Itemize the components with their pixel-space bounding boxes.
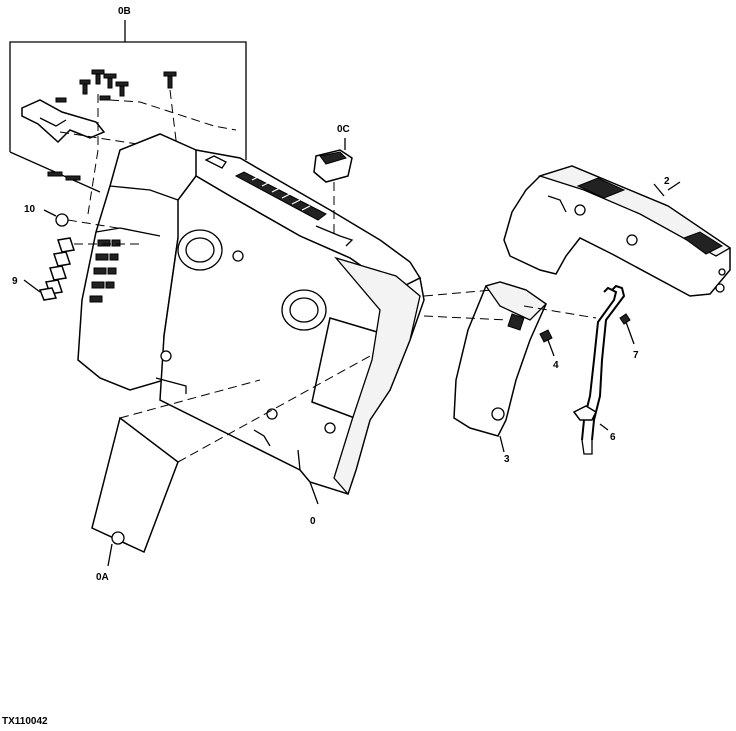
callout-0B: 0B bbox=[118, 6, 131, 17]
clamp-part-7 bbox=[619, 313, 635, 345]
hardware-kit-0B bbox=[21, 69, 237, 215]
sheet-part-0A bbox=[91, 416, 179, 567]
alignment-lines bbox=[67, 181, 681, 505]
tube-part-6 bbox=[572, 284, 626, 455]
side-cover-part-3 bbox=[453, 281, 548, 453]
connector-0C bbox=[313, 138, 353, 236]
callout-2: 2 bbox=[664, 176, 670, 187]
callout-0C: 0C bbox=[337, 124, 350, 135]
callout-3: 3 bbox=[504, 454, 510, 465]
top-grille bbox=[234, 171, 327, 221]
plugs-part-9 bbox=[23, 237, 75, 301]
callout-7: 7 bbox=[633, 350, 639, 361]
screw-part-4 bbox=[539, 329, 555, 357]
duct-part-2 bbox=[503, 165, 732, 297]
main-panel-0 bbox=[77, 133, 425, 496]
callout-10: 10 bbox=[24, 204, 36, 215]
callout-9: 9 bbox=[12, 276, 18, 287]
figure-reference: TX110042 bbox=[2, 716, 48, 727]
bolt-icon bbox=[47, 69, 177, 181]
callout-labels: 0B 0C 2 10 9 4 7 3 6 0 0A bbox=[12, 6, 670, 583]
callout-0: 0 bbox=[310, 516, 316, 527]
callout-4: 4 bbox=[553, 360, 559, 371]
callout-0A: 0A bbox=[96, 572, 109, 583]
callout-6: 6 bbox=[610, 432, 616, 443]
washer-part-10 bbox=[43, 209, 69, 227]
